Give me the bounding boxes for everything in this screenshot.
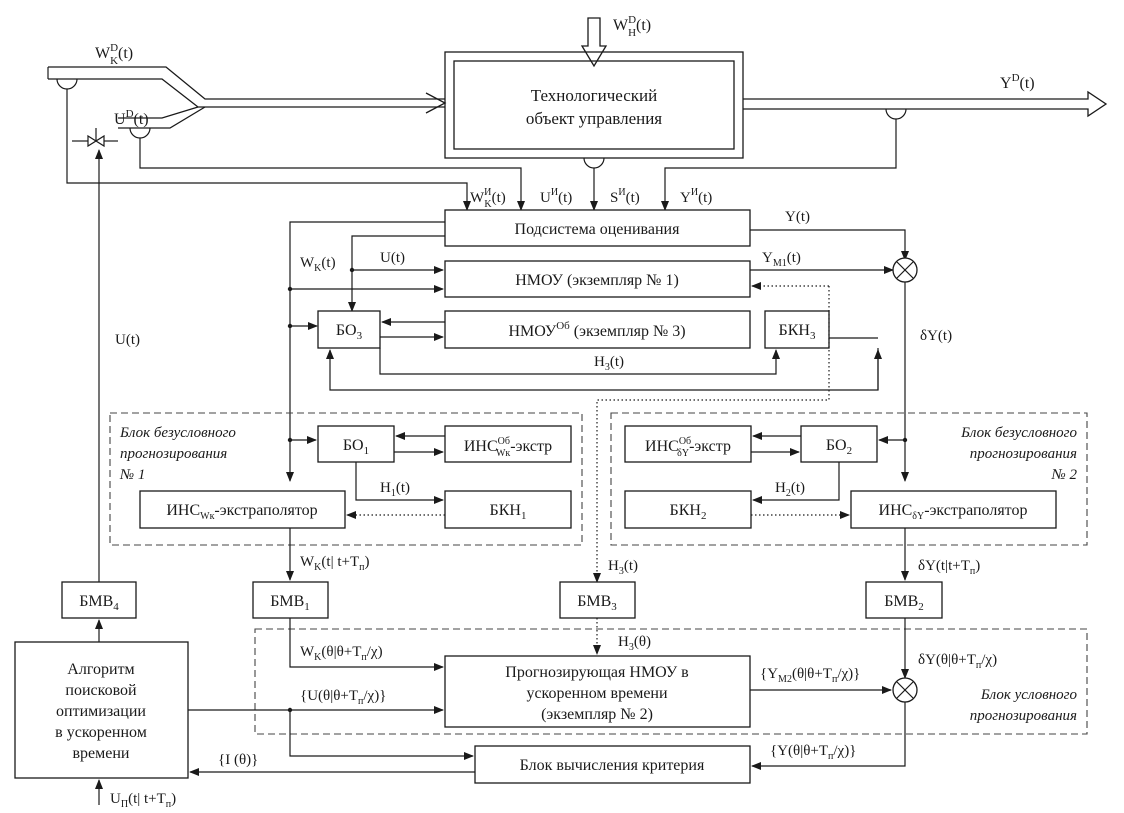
bmv3-label: БМВ3 xyxy=(577,593,617,613)
bmv1-block xyxy=(252,581,329,619)
yd-output-arrow xyxy=(743,90,1108,120)
dy-pred-label: δY(t|t+Tп) xyxy=(918,558,980,577)
group2-line3: № 2 xyxy=(1051,467,1078,483)
bo2-label: БО2 xyxy=(826,437,852,457)
object-line1: Технологический xyxy=(531,86,658,105)
nmou1-label: НМОУ (экземпляр № 1) xyxy=(515,272,679,289)
bo3-block xyxy=(317,310,381,349)
h1-t-label: H1(t) xyxy=(380,480,410,499)
object-line2: объект управления xyxy=(526,109,662,128)
algo-line5: времени xyxy=(72,745,129,762)
group1-line3: № 1 xyxy=(119,467,145,483)
nmou3-label: НМОУОб (экземпляр № 3) xyxy=(508,320,685,340)
algorithm-block xyxy=(14,641,189,779)
y-m1-label: YM1(t) xyxy=(762,250,801,269)
estimation-label: Подсистема оценивания xyxy=(515,221,681,238)
h2-t-label: H2(t) xyxy=(775,480,805,499)
ins-wk-label: ИНСWк-экстраполятор xyxy=(166,502,317,522)
bkn2-label: БКН2 xyxy=(670,502,707,522)
ins-dy-ex-block xyxy=(624,425,752,463)
bmv2-block xyxy=(865,581,943,619)
group1-line2: прогнозирования xyxy=(120,446,227,462)
nmou2-line2: ускоренном времени xyxy=(526,685,668,702)
bmv4-block xyxy=(61,581,137,619)
bkn1-label: БКН1 xyxy=(490,502,527,522)
ym2-label: {YM2(θ|θ+Tп/χ)} xyxy=(760,666,860,685)
summing-junction-1 xyxy=(892,257,918,283)
y-theta-label: {Y(θ|θ+Tп/χ)} xyxy=(770,743,856,762)
ins-wk-ex-block xyxy=(444,425,572,463)
nmou2-line3: (экземпляр № 2) xyxy=(541,706,653,723)
group2-line1: Блок безусловного xyxy=(960,425,1077,441)
algo-line4: в ускоренном xyxy=(55,724,147,741)
u-i-label: UИ(t) xyxy=(540,187,572,206)
nmou2-block xyxy=(444,655,751,728)
bmv1-label: БМВ1 xyxy=(270,593,310,613)
algo-line2: поисковой xyxy=(65,682,137,699)
y-est-label: Y(t) xyxy=(785,209,810,225)
bkn3-label: БКН3 xyxy=(779,322,816,342)
ins-dy-block xyxy=(850,490,1057,529)
wk-theta-label: WK(θ|θ+Tп/χ) xyxy=(300,644,383,663)
ins-wk-block xyxy=(139,490,346,529)
h3-b-label: H3(t) xyxy=(608,558,638,577)
s-sensor xyxy=(583,157,605,169)
group2-line2: прогнозирования xyxy=(970,446,1077,462)
s-i-label: SИ(t) xyxy=(610,187,640,206)
bmv4-label: БМВ4 xyxy=(79,593,119,613)
bkn2-block xyxy=(624,490,752,529)
bo3-label: БО3 xyxy=(336,322,363,342)
nmou2-line1: Прогнозирующая НМОУ в xyxy=(505,664,689,681)
bmv3-block xyxy=(559,581,636,619)
bo2-block xyxy=(800,425,878,463)
criterion-label: Блок вычисления критерия xyxy=(520,757,705,774)
u-t-label: U(t) xyxy=(115,332,140,348)
ins-dy-label: ИНСδY-экстраполятор xyxy=(879,502,1028,522)
i-theta-label: {I (θ)} xyxy=(218,752,258,768)
up-label: UП(t| t+Tп) xyxy=(110,791,176,810)
h3-theta-label: H3(θ) xyxy=(618,634,651,653)
object-block: Технологический объект управления xyxy=(444,51,744,159)
wk-pred-label: WK(t| t+Tп) xyxy=(300,554,369,573)
group1-line1: Блок безусловного xyxy=(119,425,236,441)
u-theta-label: {U(θ|θ+Tп/χ)} xyxy=(300,688,386,707)
criterion-block xyxy=(474,745,751,784)
wk-est-label: WK(t) xyxy=(300,255,336,274)
group1-frame xyxy=(109,412,583,546)
estimation-block xyxy=(444,209,751,247)
bmv2-label: БМВ2 xyxy=(884,593,924,613)
bkn3-block xyxy=(764,310,830,349)
wk-input-channel xyxy=(47,66,447,139)
bkn1-block xyxy=(444,490,572,529)
h3-t-label: H3(t) xyxy=(594,354,624,373)
group2-frame xyxy=(610,412,1088,546)
u-est-label: U(t) xyxy=(380,250,405,266)
group3-line1: Блок условного xyxy=(980,687,1078,703)
valve-icon xyxy=(72,128,118,148)
algo-line3: оптимизации xyxy=(56,703,146,720)
nmou1-block xyxy=(444,260,751,298)
wh-input-arrow xyxy=(580,17,608,68)
u-d-label: UD(t) xyxy=(114,108,149,128)
summing-junction-2 xyxy=(892,677,918,703)
dy-theta-label: δY(θ|θ+Tп/χ) xyxy=(918,652,997,671)
group3-frame xyxy=(254,628,1088,735)
y-i-label: YИ(t) xyxy=(680,187,712,206)
bo1-label: БО1 xyxy=(343,437,369,457)
group3-line2: прогнозирования xyxy=(970,708,1077,724)
dy-label: δY(t) xyxy=(920,328,952,344)
nmou3-block xyxy=(444,310,751,349)
yd-label: YD(t) xyxy=(1000,72,1035,92)
algo-line1: Алгоритм xyxy=(67,661,134,678)
